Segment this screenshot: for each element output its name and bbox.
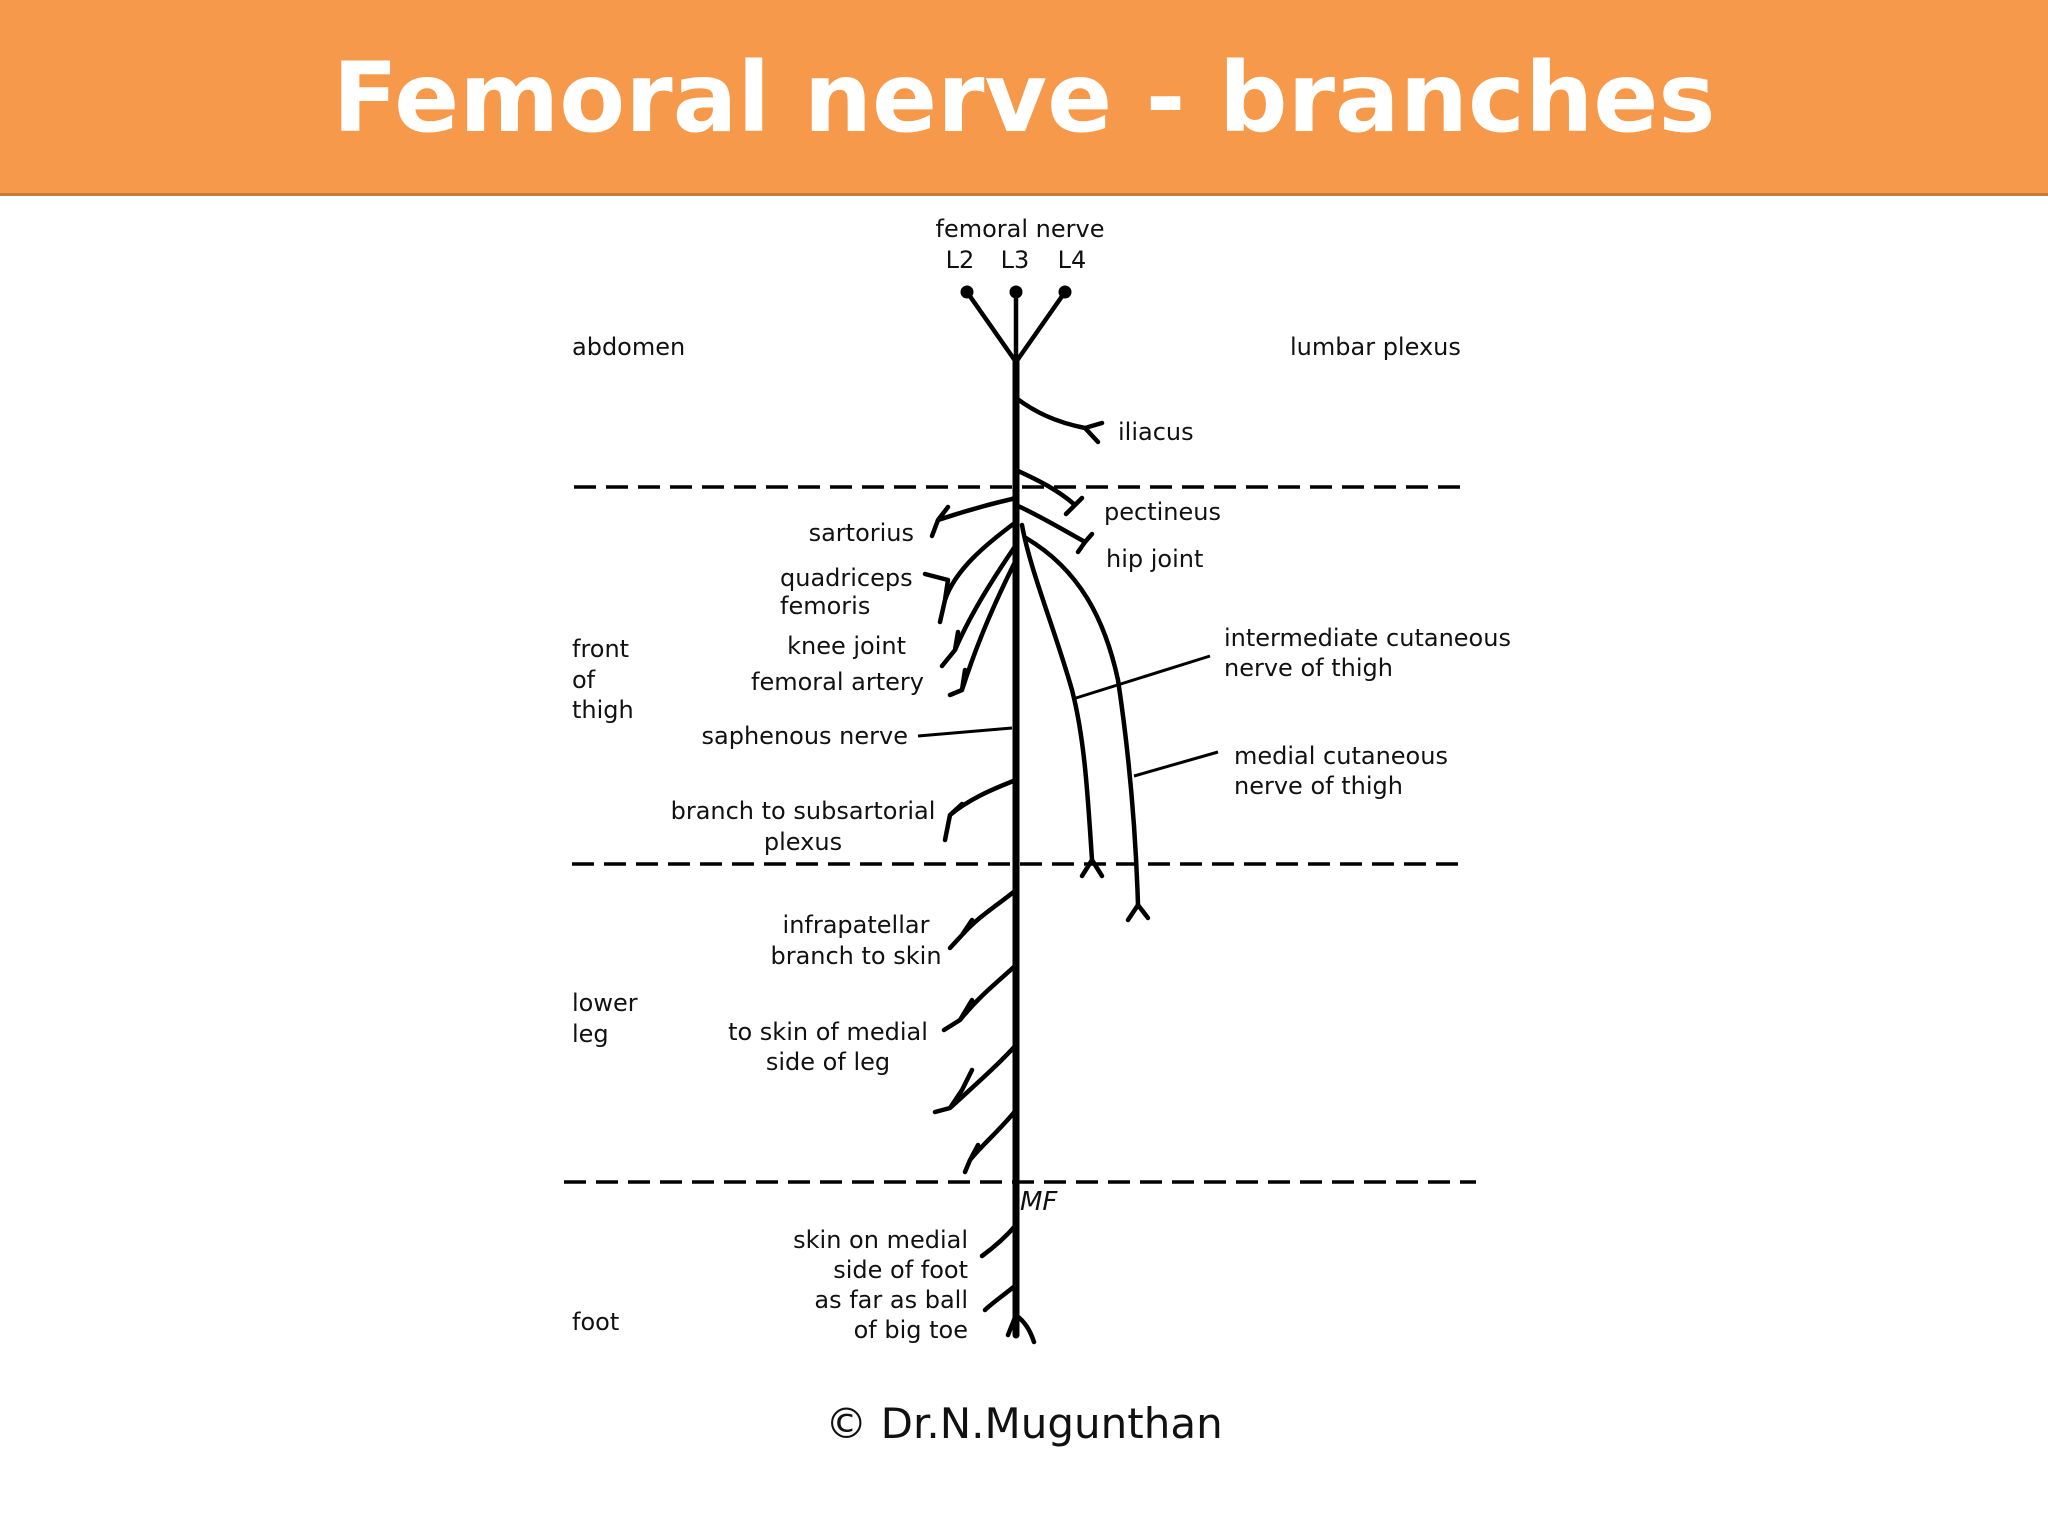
branch-medial-foot-1 [979,1222,1019,1259]
label-root-l3: L3 [1001,246,1030,274]
label-femoral-nerve: femoral nerve [936,215,1105,243]
label-quadriceps-2: femoris [780,592,870,620]
branch-medial-leg-1 [941,962,1019,1033]
region-lower-leg-2: leg [572,1020,609,1048]
artist-signature: MF [1020,1187,1058,1217]
nerve-terminal-fork [1005,1312,1037,1345]
copyright-notice: © Dr.N.Mugunthan [825,1399,1223,1448]
leader-saphenous-nerve [917,726,1013,738]
region-front-of-thigh-2: of [572,666,596,694]
label-saphenous-nerve: saphenous nerve [702,722,908,750]
branch-knee-joint [939,542,1019,669]
medial-cutaneous-nerve [1023,535,1151,923]
branch-medial-leg-2 [932,1042,1019,1115]
label-infrapatellar-1: infrapatellar [783,911,930,939]
branch-medial-foot-2 [982,1282,1019,1313]
root-l4 [1013,289,1068,365]
label-infrapatellar-2: branch to skin [770,942,941,970]
label-medial-leg-skin-2: side of leg [766,1048,890,1076]
region-lumbar-plexus: lumbar plexus [1290,333,1461,361]
branch-medial-leg-3 [962,1107,1019,1175]
label-hip-joint: hip joint [1106,545,1203,573]
label-root-l4: L4 [1058,246,1087,274]
label-medial-leg-skin-1: to skin of medial [728,1018,928,1046]
branch-sartorius [929,495,1019,539]
label-medial-foot-skin-3: as far as ball [814,1286,968,1314]
region-front-of-thigh-3: thigh [572,696,634,724]
leader-medial-cutaneous [1133,750,1219,778]
label-medial-cutaneous-2: nerve of thigh [1234,772,1403,800]
intermediate-cutaneous-nerve [1019,522,1105,879]
region-foot: foot [572,1308,619,1336]
label-medial-foot-skin-1: skin on medial [793,1226,968,1254]
label-iliacus: iliacus [1118,418,1194,446]
label-femoral-artery: femoral artery [751,668,924,696]
nerve-roots [960,285,1072,365]
region-lower-leg-1: lower [572,989,638,1017]
branch-quadriceps [922,519,1019,625]
label-medial-cutaneous-1: medial cutaneous [1234,742,1448,770]
label-pectineus: pectineus [1104,498,1221,526]
region-front-of-thigh-1: front [572,635,629,663]
region-abdomen: abdomen [572,333,685,361]
branch-iliacus [1013,395,1105,445]
label-intermediate-cutaneous-1: intermediate cutaneous [1224,624,1511,652]
slide-title: Femoral nerve - branches [332,42,1716,154]
root-l2 [964,289,1019,365]
leader-intermediate-cutaneous [1075,654,1211,700]
label-intermediate-cutaneous-2: nerve of thigh [1224,654,1393,682]
label-medial-foot-skin-2: side of foot [833,1256,968,1284]
label-quadriceps-1: quadriceps [780,564,913,592]
label-root-l2: L2 [946,246,975,274]
label-knee-joint: knee joint [787,632,906,660]
label-subsartorial-1: branch to subsartorial [671,797,936,825]
label-medial-foot-skin-4: of big toe [854,1316,968,1344]
label-sartorius: sartorius [809,519,914,547]
branch-subsartorial [942,777,1019,843]
branch-infrapatellar [947,887,1019,951]
title-banner: Femoral nerve - branches [0,0,2048,196]
branch-hip-joint [1013,502,1095,555]
branch-pectineus [1013,467,1085,517]
label-subsartorial-2: plexus [764,828,842,856]
branch-femoral-artery [947,557,1019,698]
